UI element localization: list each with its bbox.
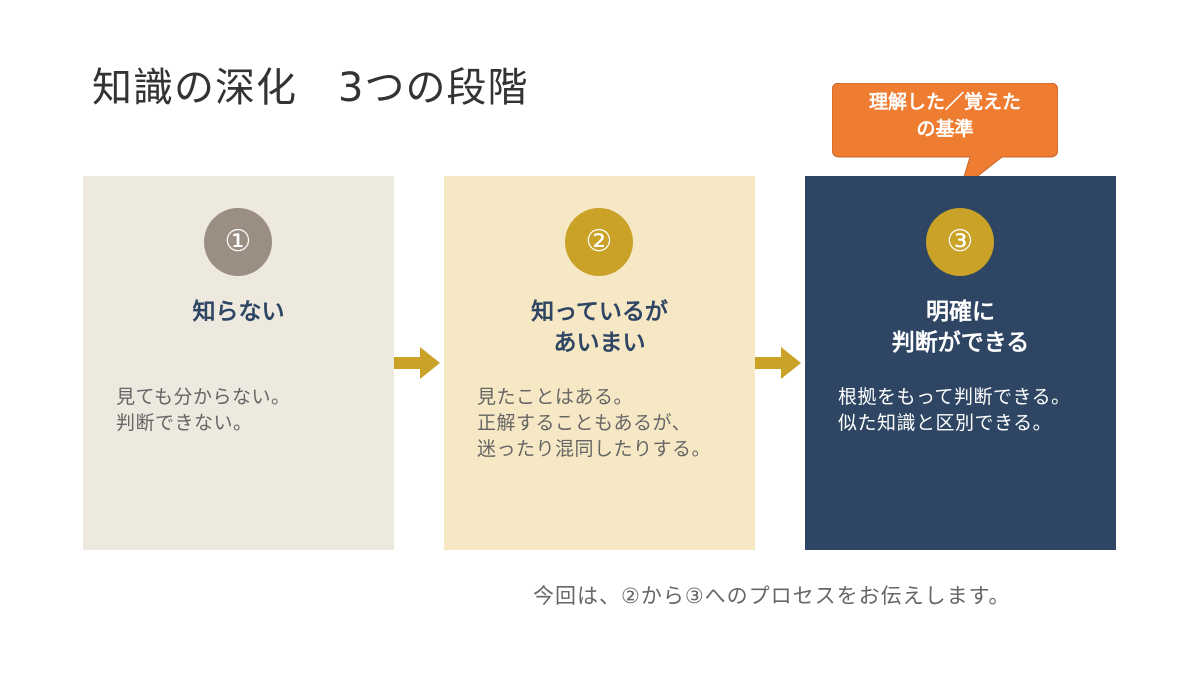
description-line: 根拠をもって判断できる。 [838, 386, 1071, 408]
description-line: 見ても分からない。 [116, 386, 291, 408]
stage-heading-line: あいまい [553, 330, 646, 356]
stage-number-badge: ③ [926, 208, 994, 276]
stage-description: 見たことはある。 正解することもあるが、 迷ったり混同したりする。 [477, 384, 745, 462]
description-line: 見たことはある。 [477, 386, 634, 408]
stage-number-badge: ② [565, 208, 633, 276]
slide-title: 知識の深化 3つの段階 [92, 65, 529, 111]
description-line: 迷ったり混同したりする。 [477, 438, 712, 460]
stage-description: 見ても分からない。 判断できない。 [116, 384, 384, 436]
callout-line: の基準 [916, 118, 974, 140]
description-line: 判断できない。 [116, 412, 253, 434]
stage-heading-line: 知らない [192, 299, 285, 325]
stage-heading: 知らない [83, 297, 394, 328]
callout-text: 理解した／覚えた の基準 [834, 89, 1056, 143]
right-arrow-icon [394, 347, 440, 379]
stage-heading-line: 明確に [926, 299, 995, 325]
stage-heading: 明確に 判断ができる [805, 297, 1116, 359]
stage-description: 根拠をもって判断できる。 似た知識と区別できる。 [838, 384, 1106, 436]
stage-heading-line: 判断ができる [891, 330, 1030, 356]
footer-note: 今回は、②から③へのプロセスをお伝えします。 [533, 584, 1011, 608]
description-line: 正解することもあるが、 [477, 412, 692, 434]
stage-heading: 知っているが あいまい [444, 297, 755, 359]
stage-card-3: ③ 明確に 判断ができる 根拠をもって判断できる。 似た知識と区別できる。 [805, 176, 1116, 550]
callout-bubble: 理解した／覚えた の基準 [831, 82, 1059, 193]
description-line: 似た知識と区別できる。 [838, 412, 1053, 434]
stage-number-badge: ① [204, 208, 272, 276]
stage-heading-line: 知っているが [531, 299, 668, 325]
callout-line: 理解した／覚えた [868, 91, 1021, 113]
right-arrow-icon [755, 347, 801, 379]
stage-card-2: ② 知っているが あいまい 見たことはある。 正解することもあるが、 迷ったり混… [444, 176, 755, 550]
stage-card-1: ① 知らない 見ても分からない。 判断できない。 [83, 176, 394, 550]
callout-shape [831, 82, 1059, 192]
